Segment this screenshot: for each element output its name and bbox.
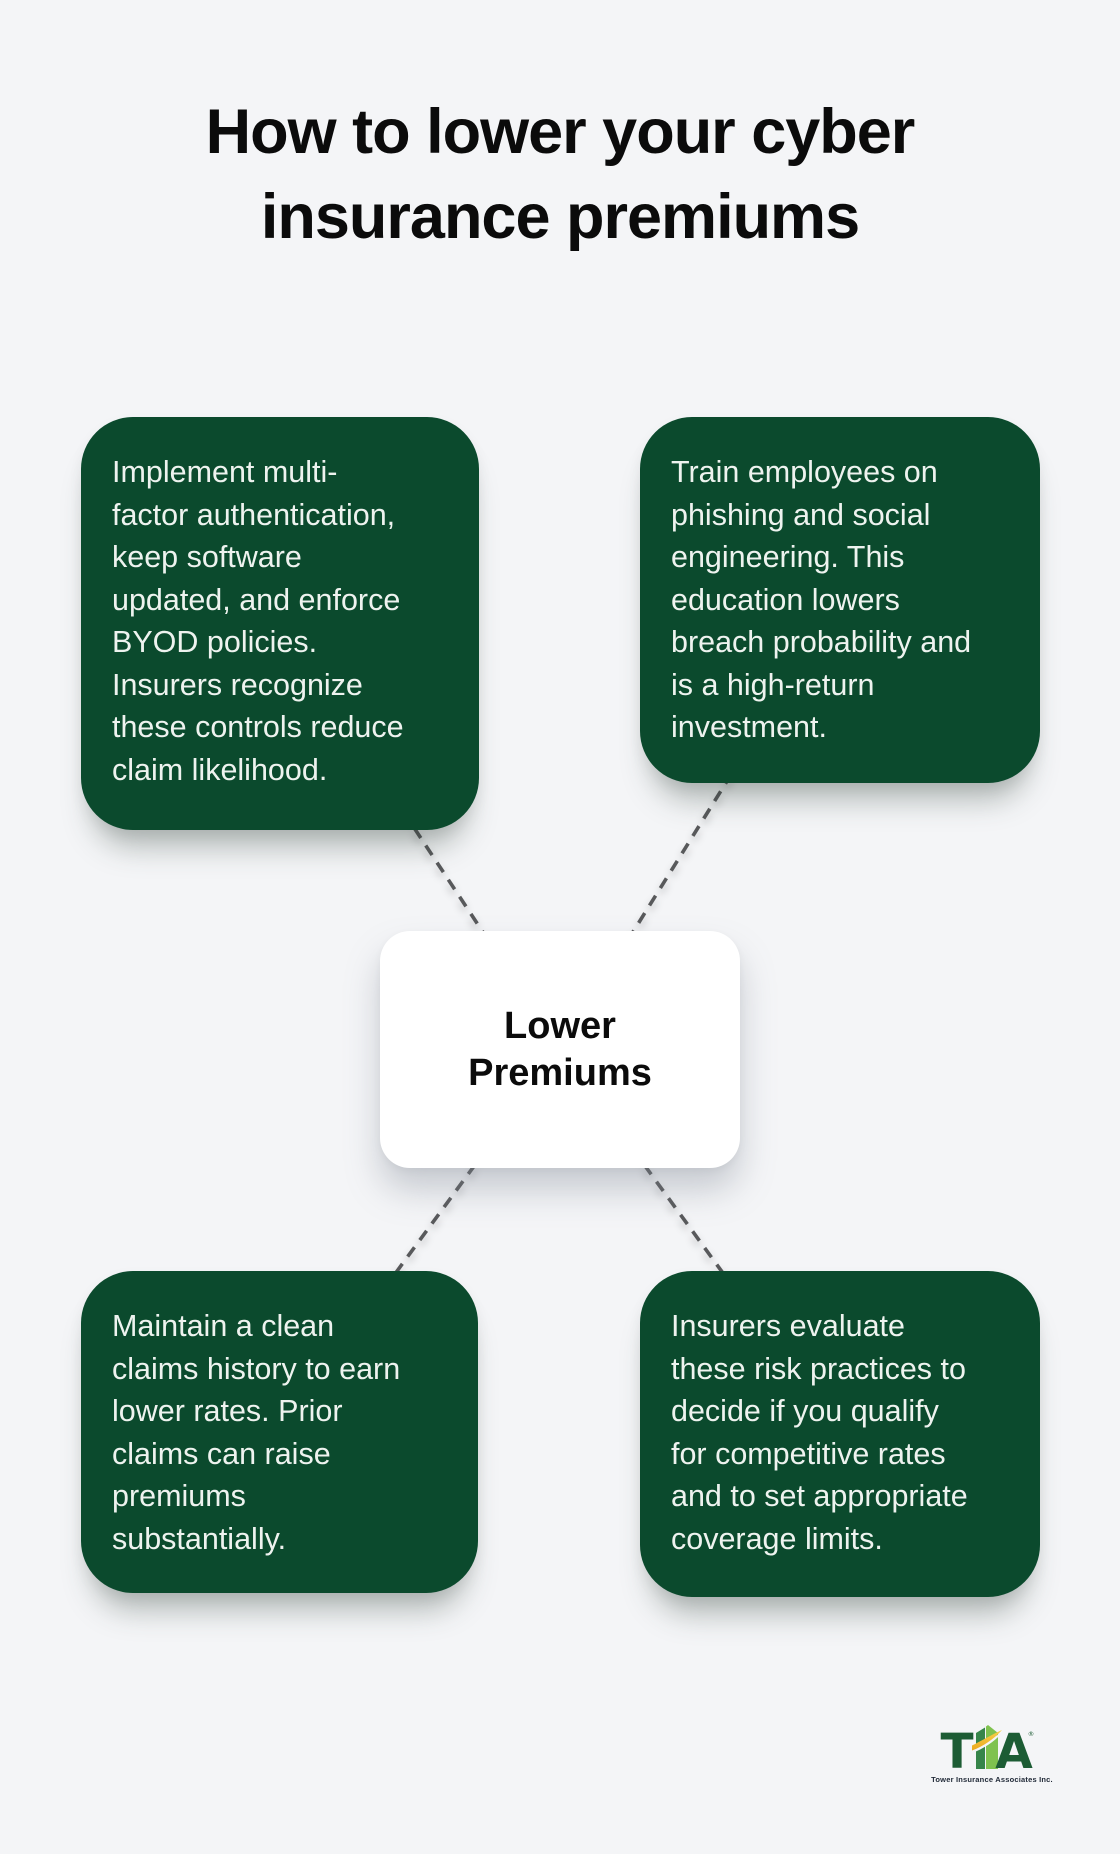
logo-letter-a: A	[995, 1724, 1033, 1772]
center-node-label: Lower Premiums	[468, 1004, 652, 1094]
tip-box-top-right-text: Train employees on phishing and social e…	[671, 455, 972, 744]
logo-letter-t: T	[940, 1724, 973, 1772]
center-node: Lower Premiums	[380, 931, 740, 1168]
tip-box-top-left: Implement multi- factor authentication, …	[81, 417, 479, 830]
infographic-title: How to lower your cyber insurance premiu…	[205, 97, 916, 252]
tip-box-bottom-left-text: Maintain a clean claims history to earn …	[112, 1309, 401, 1556]
brand-logo: T A ® Tower Insurance Associates Inc.	[931, 1722, 1058, 1792]
tip-box-top-right: Train employees on phishing and social e…	[640, 417, 1040, 783]
registered-mark-icon: ®	[1028, 1730, 1035, 1738]
logo-swoosh-icon	[972, 1730, 1002, 1751]
logo-building-icon	[972, 1725, 1002, 1769]
tip-box-bottom-left: Maintain a clean claims history to earn …	[81, 1271, 478, 1593]
tip-box-top-left-text: Implement multi- factor authentication, …	[112, 455, 404, 787]
tip-box-bottom-right: Insurers evaluate these risk practices t…	[640, 1271, 1040, 1597]
logo-tagline: Tower Insurance Associates Inc.	[931, 1775, 1053, 1784]
brand-logo-mark: T A ®	[940, 1724, 1035, 1772]
tip-box-bottom-right-text: Insurers evaluate these risk practices t…	[671, 1309, 968, 1556]
